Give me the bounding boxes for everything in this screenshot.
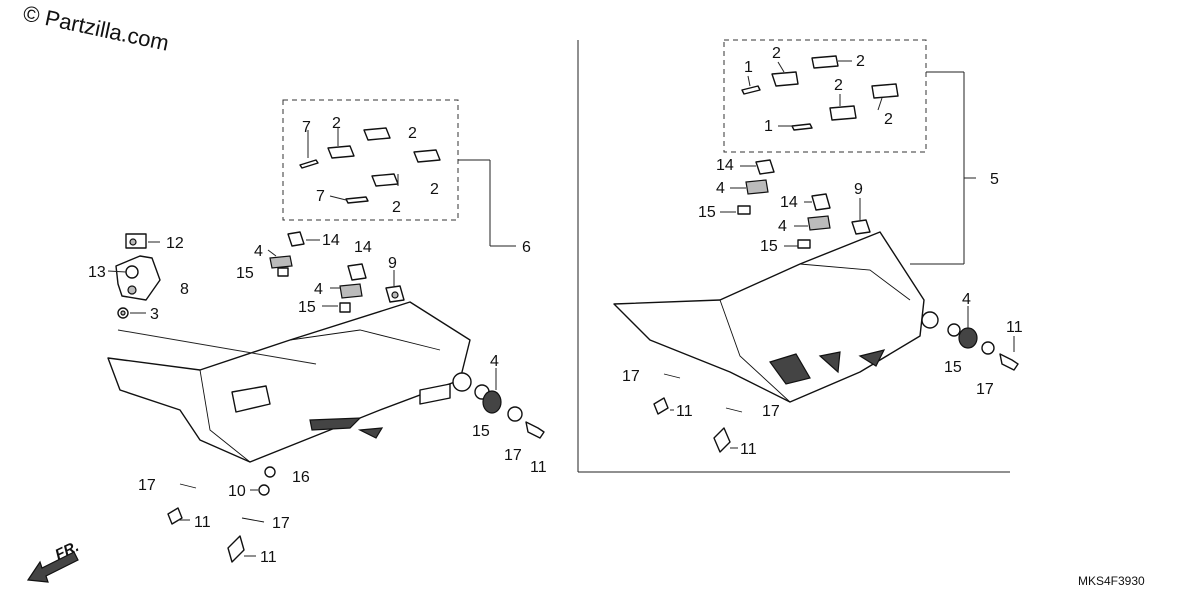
callout-10: 10 [228,483,246,500]
callout-2: 2 [332,115,341,132]
callout-14: 14 [716,157,734,174]
callout-8: 8 [180,281,189,298]
callout-4: 4 [778,218,787,235]
callout-14: 14 [354,239,372,256]
callout-15: 15 [472,423,490,440]
right-hardware [653,159,1019,453]
callout-12: 12 [166,235,184,252]
callout-2: 2 [856,53,865,70]
callout-16: 16 [292,469,310,486]
callout-13: 13 [88,264,106,281]
right-pad-kit-box [723,39,927,153]
callout-17: 17 [272,515,290,532]
callout-2: 2 [392,199,401,216]
callout-2: 2 [772,45,781,62]
callout-15: 15 [944,359,962,376]
callout-7: 7 [302,119,311,136]
callout-4: 4 [716,180,725,197]
callout-3: 3 [150,306,159,323]
callout-15: 15 [698,204,716,221]
left-callouts: 7 2 2 2 7 2 12 13 8 3 4 14 15 14 4 15 9 … [88,115,547,566]
callout-15: 15 [298,299,316,316]
callout-15: 15 [760,238,778,255]
callout-14: 14 [780,194,798,211]
diagram-code: MKS4F3930 [1078,574,1145,588]
left-pad-kit [299,127,441,204]
callout-17: 17 [762,403,780,420]
callout-17: 17 [138,477,156,494]
callout-11: 11 [676,403,693,420]
left-bracket [115,233,161,319]
left-assembly [107,99,545,563]
callout-1: 1 [764,118,773,135]
left-skid-plate [107,301,472,463]
callout-17: 17 [976,381,994,398]
callout-11: 11 [1006,319,1023,336]
callout-4: 4 [962,291,971,308]
callout-2: 2 [884,111,893,128]
callout-11: 11 [740,441,757,458]
callout-11: 11 [194,514,211,531]
callout-4: 4 [490,353,499,370]
front-direction-arrow: FR. [26,538,82,583]
callout-5: 5 [990,171,999,188]
right-skid-plate [613,231,939,403]
right-pad-kit [741,55,899,131]
callout-9: 9 [388,255,397,272]
callout-14: 14 [322,232,340,249]
callout-11: 11 [530,459,547,476]
callout-2: 2 [430,181,439,198]
callout-4: 4 [254,243,263,260]
callout-7: 7 [316,188,325,205]
callout-1: 1 [744,59,753,76]
callout-15: 15 [236,265,254,282]
callout-4: 4 [314,281,323,298]
right-callouts: 2 2 1 2 2 1 14 4 15 14 4 15 9 5 4 11 15 … [622,45,1023,458]
callout-6: 6 [522,239,531,256]
callout-17: 17 [504,447,522,464]
watermark: © Partzilla.com [21,0,171,55]
callout-9: 9 [854,181,863,198]
callout-2: 2 [834,77,843,94]
callout-11: 11 [260,549,277,566]
callout-2: 2 [408,125,417,142]
callout-17: 17 [622,368,640,385]
right-assembly [577,39,1019,473]
